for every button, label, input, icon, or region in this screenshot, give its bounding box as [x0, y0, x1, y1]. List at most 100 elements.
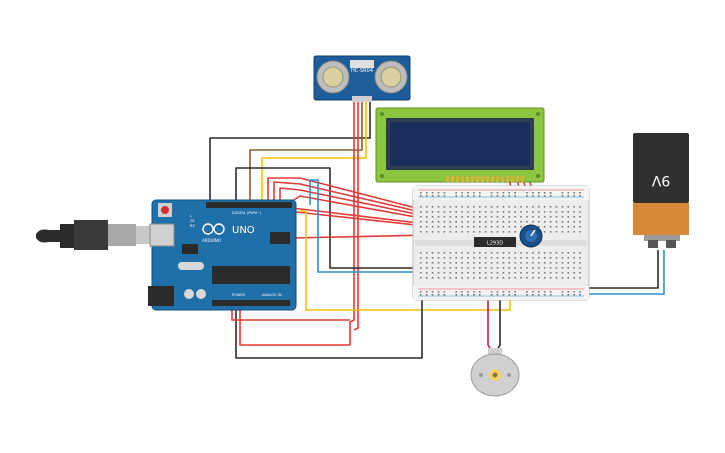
- breadboard-hole: [508, 294, 511, 296]
- wire-red-d2[interactable]: [273, 181, 473, 225]
- breadboard-hole: [490, 226, 493, 228]
- wire-red-d3[interactable]: [279, 187, 475, 227]
- breadboard-hole: [467, 206, 469, 208]
- breadboard-hole: [549, 206, 552, 208]
- breadboard-hole: [579, 272, 581, 274]
- breadboard-hole: [579, 277, 581, 279]
- breadboard-hole: [425, 216, 428, 218]
- breadboard-hole: [538, 262, 540, 264]
- breadboard-hole: [473, 206, 475, 208]
- breadboard-hole: [502, 231, 505, 233]
- lcd-display[interactable]: [375, 107, 545, 183]
- breadboard-hole: [538, 192, 540, 194]
- breadboard-hole: [520, 211, 522, 213]
- ultrasonic-sensor[interactable]: HC-SR04: [313, 55, 411, 102]
- breadboard-hole: [502, 221, 505, 223]
- breadboard-hole: [508, 216, 511, 218]
- breadboard-hole: [490, 195, 493, 197]
- breadboard-hole: [431, 211, 434, 213]
- wire-brown-sensor-echo[interactable]: [249, 100, 363, 205]
- breadboard-hole: [455, 195, 457, 197]
- breadboard-hole: [514, 216, 516, 218]
- breadboard-hole: [425, 277, 428, 279]
- breadboard-hole: [420, 206, 422, 208]
- dc-motor[interactable]: [470, 348, 520, 397]
- breadboard-hole: [455, 226, 457, 228]
- breadboard-hole: [431, 257, 434, 259]
- arduino-brand-label: ARDUINO: [202, 238, 221, 243]
- breadboard-hole: [484, 216, 487, 218]
- breadboard-hole: [467, 195, 469, 197]
- wire-yellow-bottom[interactable]: [299, 209, 511, 311]
- breadboard-hole: [420, 252, 422, 254]
- breadboard-hole: [567, 216, 570, 218]
- breadboard-hole: [437, 221, 440, 223]
- breadboard-hole: [508, 206, 511, 208]
- breadboard-hole: [484, 272, 487, 274]
- breadboard-hole: [455, 206, 457, 208]
- breadboard-hole: [538, 216, 540, 218]
- breadboard-hole: [461, 206, 463, 208]
- breadboard-hole: [514, 267, 516, 269]
- wire-black-battery[interactable]: [578, 250, 659, 289]
- breadboard-hole: [567, 226, 570, 228]
- breadboard-hole: [473, 226, 475, 228]
- breadboard-hole: [508, 267, 511, 269]
- breadboard-hole: [467, 277, 469, 279]
- breadboard-hole: [526, 262, 528, 264]
- breadboard-hole: [573, 277, 575, 279]
- breadboard-hole: [520, 262, 522, 264]
- wire-red-sensor-vcc-2[interactable]: [353, 100, 359, 331]
- breadboard-hole: [443, 277, 446, 279]
- breadboard-hole: [431, 277, 434, 279]
- breadboard-hole: [431, 267, 434, 269]
- wire-yellow-sensor-trig[interactable]: [261, 100, 367, 205]
- breadboard-hole: [467, 216, 469, 218]
- breadboard-hole: [532, 221, 534, 223]
- breadboard-hole: [555, 206, 558, 208]
- wire-red-d1[interactable]: [267, 177, 471, 223]
- breadboard-hole: [467, 272, 469, 274]
- wire-red-sensor-vcc[interactable]: [239, 100, 355, 346]
- breadboard-hole: [549, 291, 552, 293]
- breadboard-hole: [431, 294, 434, 296]
- usb-cable: [36, 220, 150, 250]
- wire-blue-battery[interactable]: [578, 250, 665, 295]
- breadboard-hole: [520, 267, 522, 269]
- breadboard-hole: [443, 231, 446, 233]
- breadboard-hole: [425, 257, 428, 259]
- arduino-uno-board[interactable]: UNO ARDUINO DIGITAL (PWM~) TX RX L POWER…: [36, 199, 297, 311]
- battery-9v[interactable]: 9V: [633, 133, 689, 248]
- breadboard-hole: [543, 272, 546, 274]
- breadboard-hole: [461, 267, 463, 269]
- breadboard-hole: [567, 272, 570, 274]
- breadboard-hole: [532, 257, 534, 259]
- breadboard-hole: [425, 231, 428, 233]
- breadboard-hole: [449, 257, 452, 259]
- breadboard-hole: [561, 294, 564, 296]
- breadboard-hole: [573, 195, 575, 197]
- wire-black-top-loop[interactable]: [235, 167, 430, 269]
- breadboard-hole: [573, 221, 575, 223]
- breadboard-hole: [543, 226, 546, 228]
- breadboard-hole: [573, 211, 575, 213]
- breadboard-hole: [437, 257, 440, 259]
- breadboard-hole: [437, 226, 440, 228]
- motor-driver-ic[interactable]: L293D: [474, 237, 516, 247]
- wire-blue-signal[interactable]: [309, 179, 478, 273]
- breadboard-hole: [549, 252, 552, 254]
- reset-button[interactable]: [161, 206, 169, 214]
- breadboard-hole: [543, 206, 546, 208]
- potentiometer[interactable]: [519, 224, 543, 248]
- breadboard-hole: [549, 257, 552, 259]
- breadboard-hole: [479, 195, 481, 197]
- breadboard-hole: [502, 192, 505, 194]
- breadboard-hole: [508, 252, 511, 254]
- breadboard-hole: [549, 262, 552, 264]
- wire-black-sensor-gnd[interactable]: [209, 100, 371, 204]
- breadboard-hole: [449, 231, 452, 233]
- breadboard-hole: [502, 291, 505, 293]
- breadboard-hole: [526, 216, 528, 218]
- breadboard-hole: [473, 252, 475, 254]
